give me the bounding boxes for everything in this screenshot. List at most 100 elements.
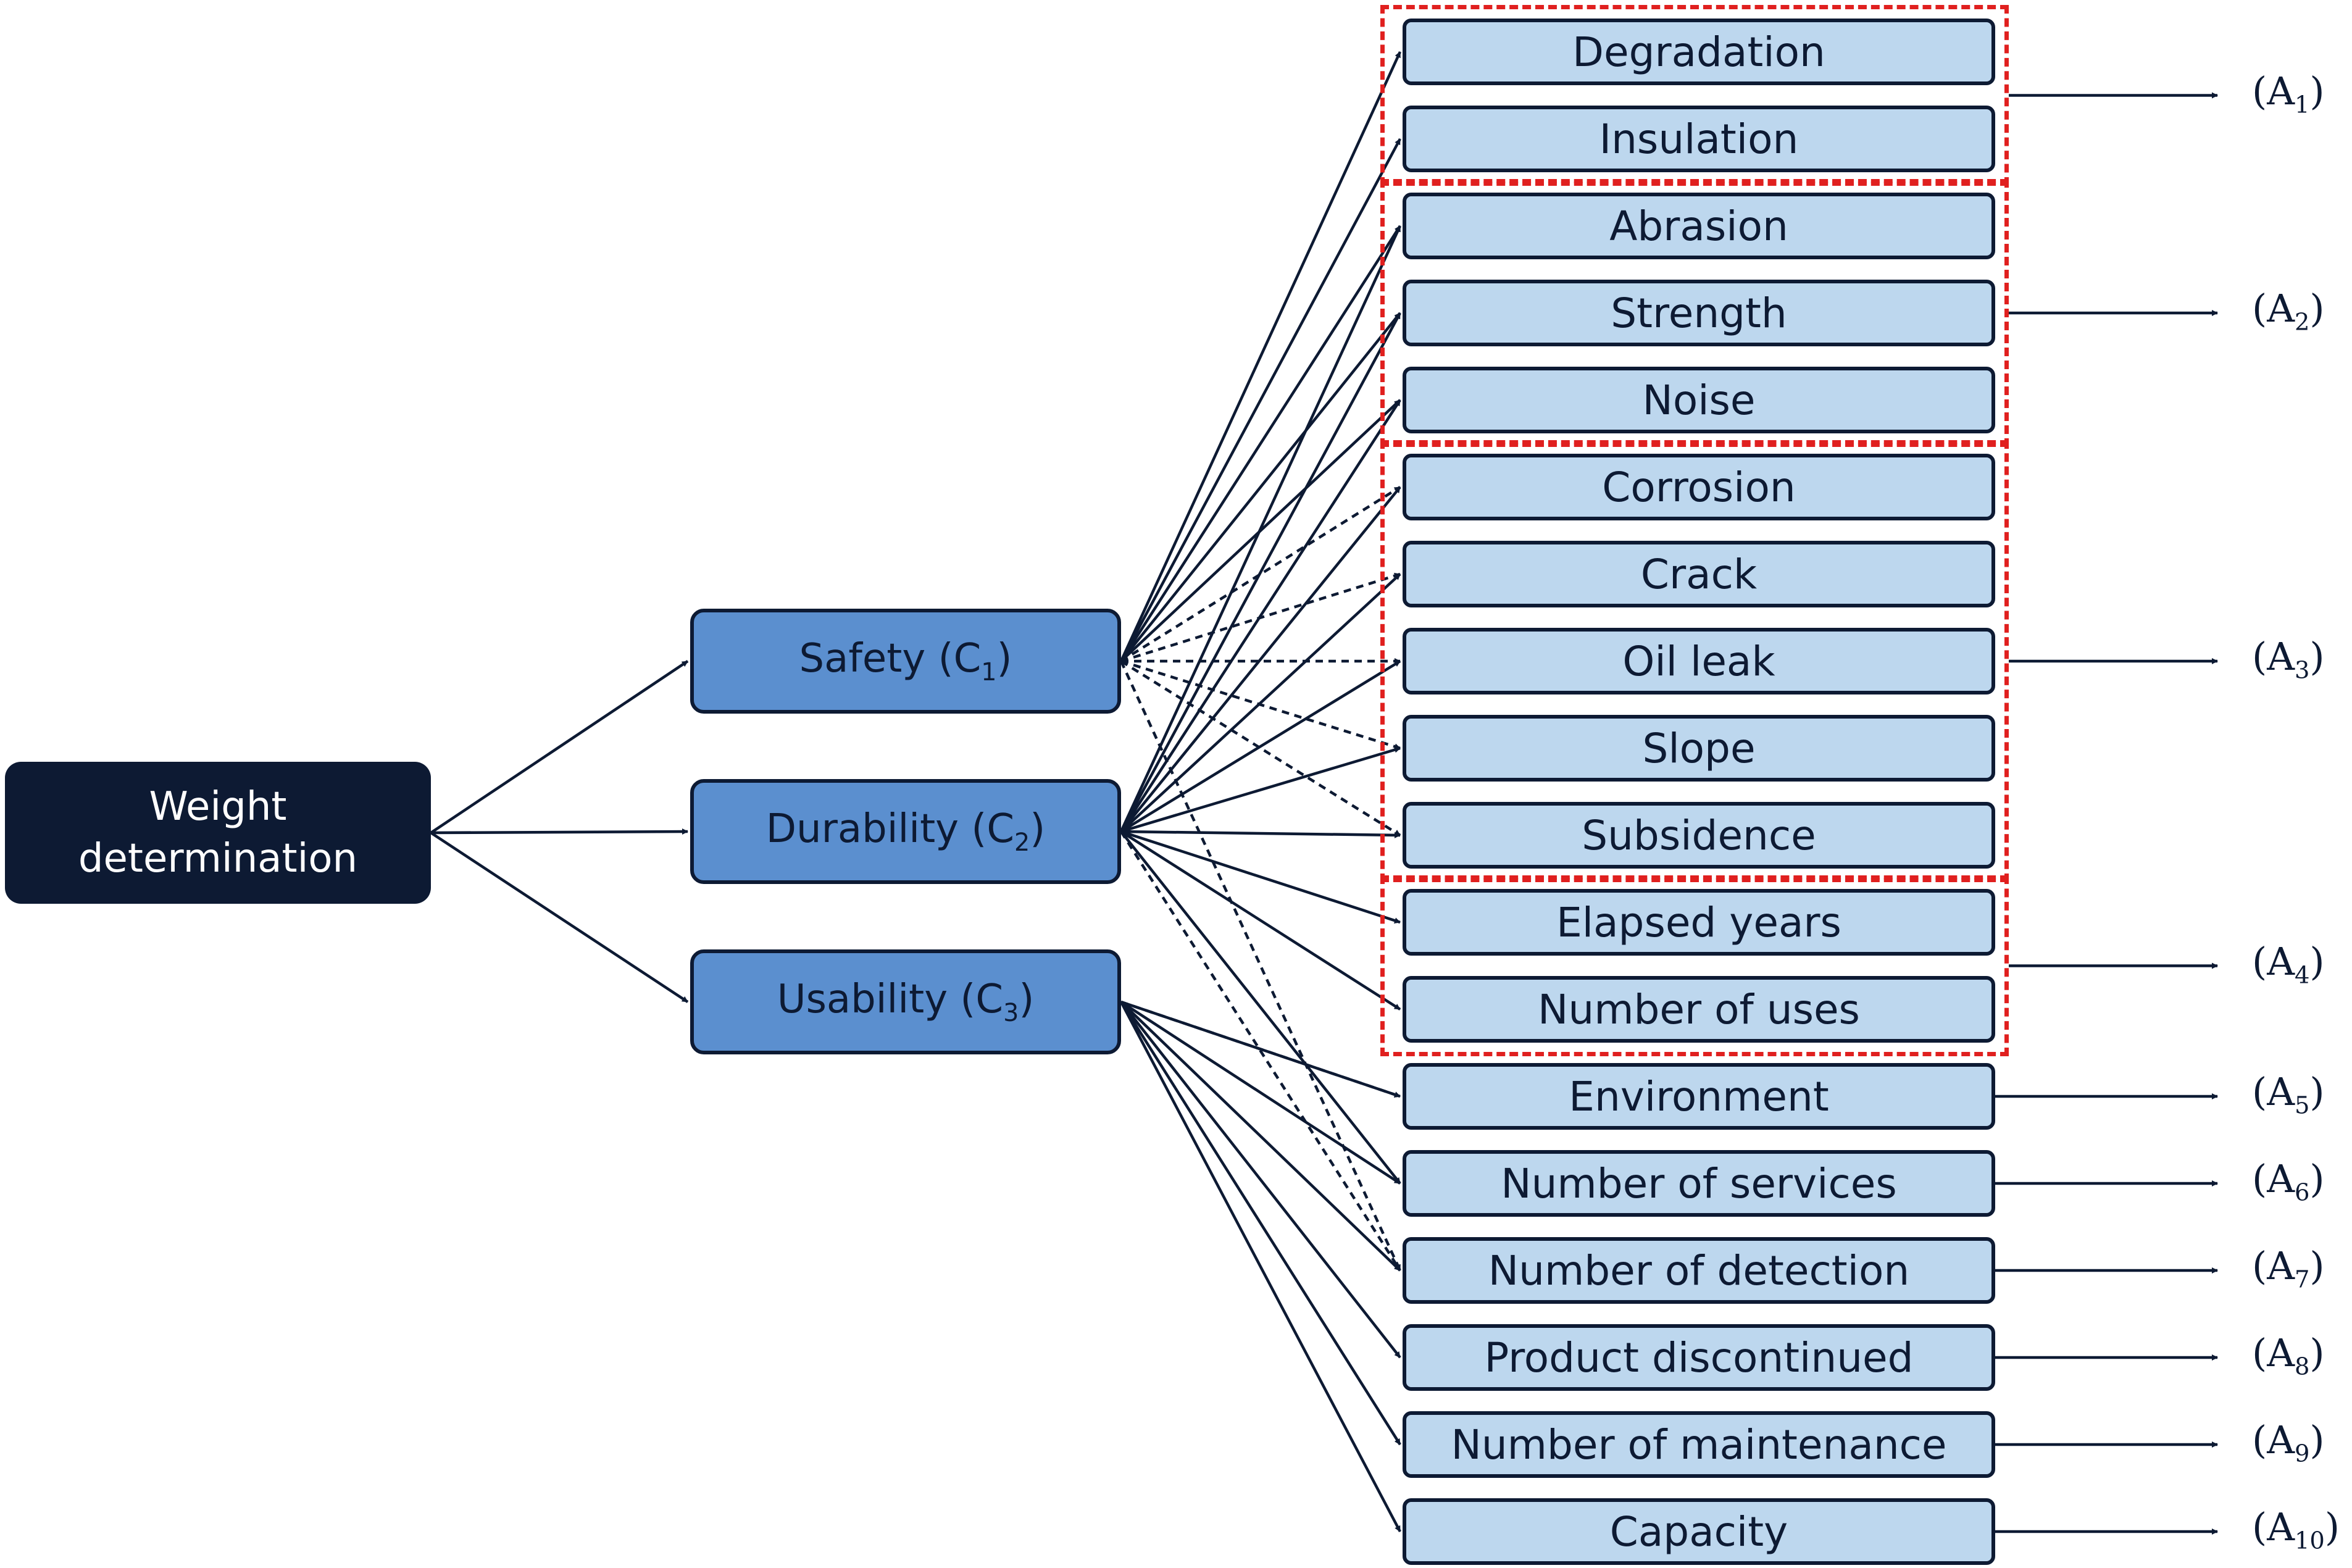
subcriterion-label: Slope — [1642, 724, 1756, 772]
group-subscript: 9 — [2294, 1440, 2310, 1468]
criterion-subscript: 2 — [1014, 828, 1030, 857]
subcriterion-environment: Environment — [1403, 1063, 1995, 1130]
group-subscript: 7 — [2294, 1266, 2310, 1294]
subcriterion-number-of-uses: Number of uses — [1403, 976, 1995, 1043]
subcriterion-number-of-services: Number of services — [1403, 1150, 1995, 1217]
group-label-a1: (A1) — [2252, 68, 2325, 119]
criterion-name: Durability — [765, 806, 959, 853]
arrow-durability-to-elapsed-years — [1120, 830, 1401, 924]
group-label-a9: (A9) — [2252, 1417, 2325, 1468]
arrow-usability-to-number-of-detection — [1120, 1001, 1401, 1272]
weight-determination-node: Weight determination — [5, 762, 431, 904]
criterion-code: C — [986, 806, 1015, 853]
group-subscript: 8 — [2294, 1353, 2310, 1381]
arrow-safety-to-insulation — [1120, 138, 1401, 662]
subcriterion-label: Number of services — [1501, 1159, 1897, 1207]
criterion-code: C — [953, 636, 982, 682]
arrow-durability-to-abrasion — [1119, 225, 1402, 832]
group-label-a6: (A6) — [2252, 1156, 2325, 1207]
subcriterion-label: Number of detection — [1488, 1246, 1910, 1295]
group-a2-outline — [1380, 179, 2009, 447]
subcriterion-subsidence: Subsidence — [1403, 802, 1995, 869]
dashed-arrow-safety-to-corrosion — [1120, 486, 1401, 662]
group-label-a8: (A8) — [2252, 1330, 2325, 1381]
criterion-durability: Durability (C2) — [690, 779, 1121, 884]
group-subscript: 2 — [2294, 308, 2310, 336]
subcriterion-label: Oil leak — [1622, 637, 1775, 685]
subcriterion-number-of-detection: Number of detection — [1403, 1237, 1995, 1304]
subcriterion-label: Environment — [1569, 1072, 1829, 1120]
criterion-name: Safety — [799, 636, 926, 682]
subcriterion-number-of-maintenance: Number of maintenance — [1403, 1411, 1995, 1478]
subcriterion-label: Elapsed years — [1556, 898, 1841, 946]
arrow-durability-to-number-of-uses — [1120, 830, 1401, 1011]
subcriterion-insulation: Insulation — [1403, 106, 1995, 172]
subcriterion-oil-leak: Oil leak — [1403, 628, 1995, 694]
group-label-a5: (A5) — [2252, 1069, 2325, 1120]
group-a1-outline — [1380, 5, 2009, 186]
arrow-root-to-safety — [430, 660, 689, 834]
criterion-label: Usability (C3) — [777, 977, 1035, 1027]
criterion-label: Safety (C1) — [799, 636, 1012, 686]
group-a4-outline — [1380, 875, 2009, 1056]
criterion-name: Usability — [777, 977, 948, 1023]
arrow-durability-to-corrosion — [1120, 486, 1401, 833]
group-label-a2: (A2) — [2252, 286, 2325, 336]
group-label-a7: (A7) — [2252, 1243, 2325, 1294]
dashed-arrow-usability-to-environment — [1120, 1000, 1401, 1098]
group-subscript: 4 — [2294, 961, 2310, 989]
root-label-line1: Weight — [149, 784, 287, 830]
subcriterion-label: Number of maintenance — [1451, 1420, 1947, 1469]
criterion-code: C — [975, 977, 1004, 1023]
arrow-root-to-usability — [430, 832, 689, 1003]
arrow-durability-to-oil-leak — [1120, 660, 1401, 833]
subcriterion-capacity: Capacity — [1403, 1498, 1995, 1565]
subcriterion-degradation: Degradation — [1403, 19, 1995, 85]
criterion-subscript: 3 — [1003, 998, 1019, 1027]
group-subscript: 1 — [2294, 90, 2310, 119]
arrow-durability-to-strength — [1120, 312, 1401, 833]
subcriterion-label: Degradation — [1572, 28, 1825, 76]
arrow-durability-to-number-of-services — [1120, 830, 1401, 1185]
criterion-subscript: 1 — [981, 657, 997, 686]
subcriterion-label: Capacity — [1609, 1508, 1788, 1556]
arrow-durability-to-noise — [1120, 399, 1401, 833]
dashed-arrow-safety-to-number-of-detection — [1119, 661, 1402, 1271]
arrow-durability-to-crack — [1120, 573, 1401, 833]
group-label-a4: (A4) — [2252, 938, 2325, 989]
subcriterion-crack: Crack — [1403, 541, 1995, 607]
arrow-usability-to-product-discontinued — [1120, 1001, 1401, 1359]
subcriterion-label: Subsidence — [1582, 811, 1816, 859]
subcriterion-noise: Noise — [1403, 367, 1995, 433]
root-label-line2: determination — [78, 836, 358, 882]
group-a3-outline — [1380, 440, 2009, 882]
group-label-a3: (A3) — [2252, 634, 2325, 685]
group-subscript: 6 — [2294, 1178, 2310, 1207]
arrow-root-to-durability — [430, 828, 688, 835]
subcriterion-product-discontinued: Product discontinued — [1403, 1324, 1995, 1391]
subcriterion-elapsed-years: Elapsed years — [1403, 889, 1995, 956]
subcriterion-label: Noise — [1642, 376, 1756, 424]
subcriterion-label: Crack — [1640, 550, 1758, 598]
group-label-a10: (A10) — [2252, 1504, 2340, 1555]
criterion-safety: Safety (C1) — [690, 609, 1121, 714]
subcriterion-label: Product discontinued — [1484, 1333, 1914, 1382]
subcriterion-label: Strength — [1611, 289, 1787, 337]
subcriterion-strength: Strength — [1403, 280, 1995, 346]
subcriterion-label: Insulation — [1599, 115, 1799, 163]
dashed-arrow-safety-to-subsidence — [1120, 660, 1401, 836]
arrow-usability-to-number-of-maintenance — [1120, 1001, 1401, 1446]
arrow-safety-to-strength — [1120, 312, 1401, 662]
arrow-safety-to-degradation — [1119, 51, 1402, 662]
subcriterion-corrosion: Corrosion — [1403, 454, 1995, 520]
arrow-usability-to-number-of-services — [1120, 1001, 1401, 1185]
group-subscript: 10 — [2294, 1527, 2325, 1555]
subcriterion-slope: Slope — [1403, 715, 1995, 782]
subcriterion-label: Number of uses — [1538, 985, 1860, 1033]
subcriterion-abrasion: Abrasion — [1403, 193, 1995, 259]
group-subscript: 5 — [2294, 1091, 2310, 1120]
arrow-usability-to-capacity — [1120, 1001, 1401, 1533]
arrow-safety-to-abrasion — [1120, 225, 1401, 662]
